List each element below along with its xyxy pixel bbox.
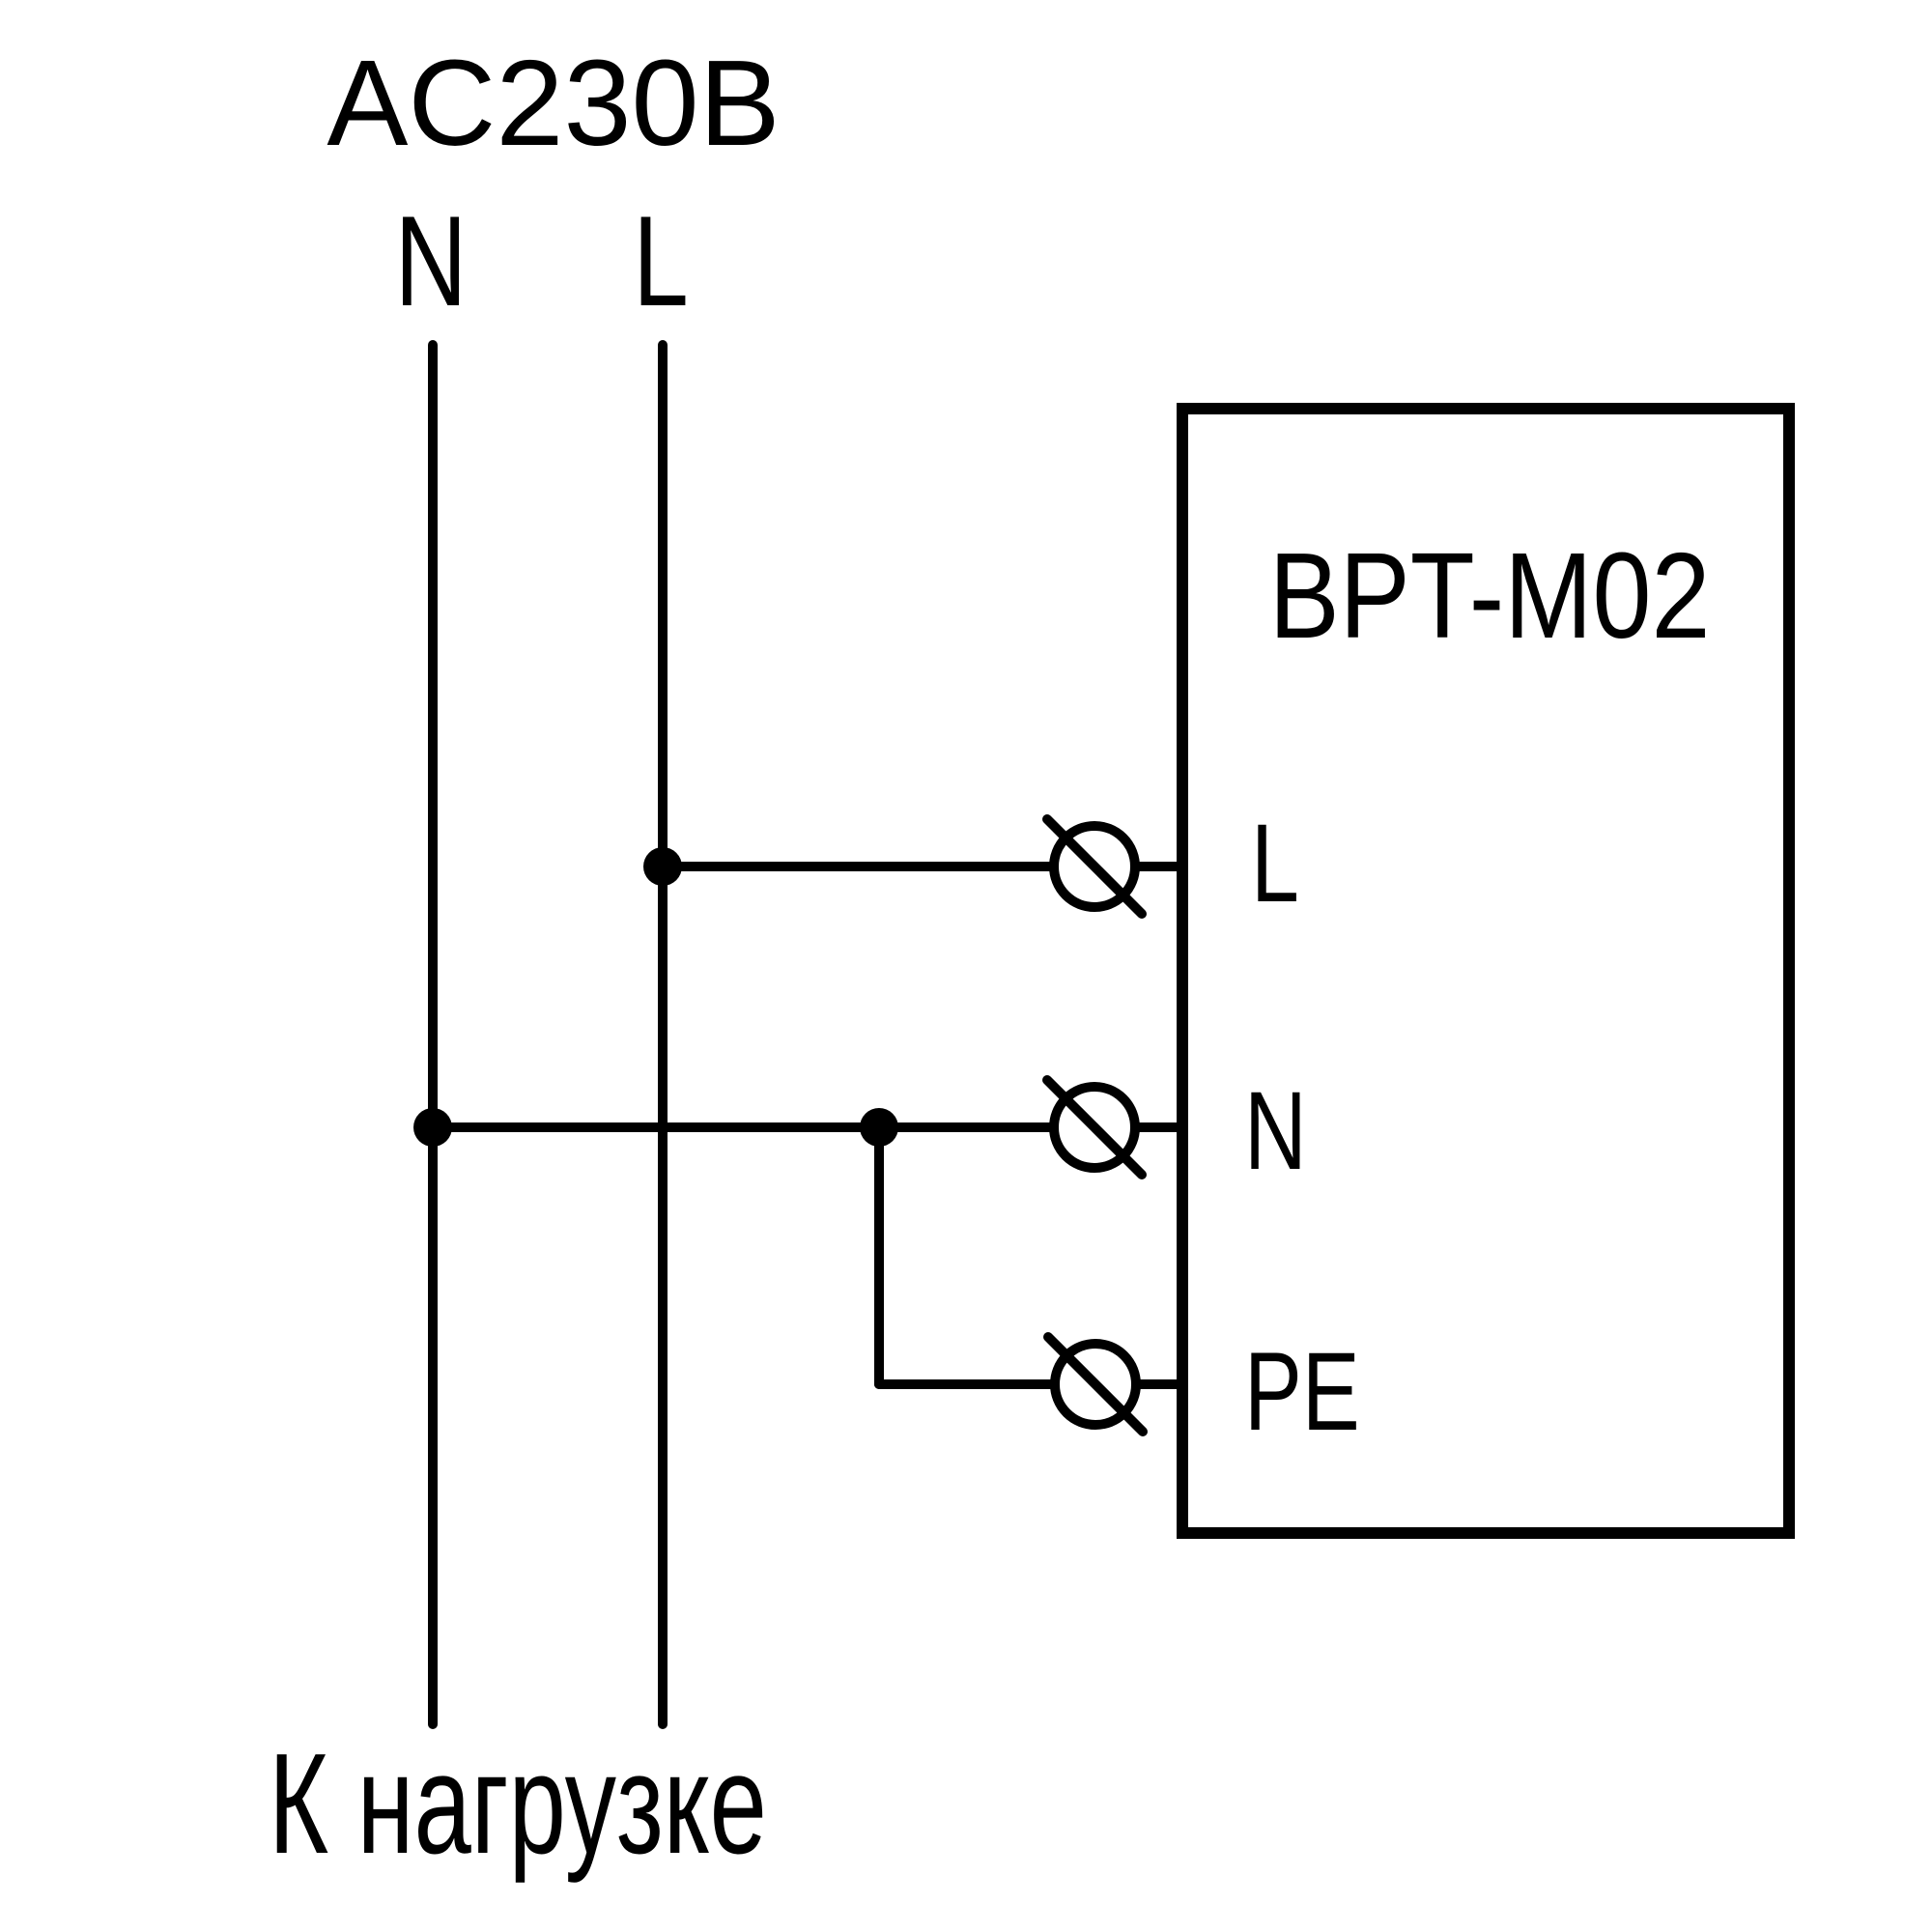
load-label: К нагрузке xyxy=(269,1724,767,1884)
power-source-label: AC230B xyxy=(327,35,780,171)
terminal-slash xyxy=(1042,814,1147,919)
terminal-slash xyxy=(1043,1332,1148,1436)
screw-terminal-n-icon xyxy=(1042,1075,1147,1179)
device-name-label: BPT-M02 xyxy=(1269,528,1711,665)
junction-dot-pe xyxy=(860,1108,898,1147)
device-box xyxy=(1177,403,1795,1539)
junction-dot-n xyxy=(413,1108,452,1147)
terminal-pe-label: PE xyxy=(1244,1329,1360,1453)
terminal-n-label: N xyxy=(1244,1068,1307,1192)
screw-terminal-pe-icon xyxy=(1043,1332,1148,1436)
supply-neutral-label: N xyxy=(395,190,468,333)
junction-dot-l xyxy=(643,847,682,886)
supply-line-label: L xyxy=(633,190,689,333)
terminal-l-label: L xyxy=(1251,801,1299,924)
screw-terminal-l-icon xyxy=(1042,814,1147,919)
terminal-slash xyxy=(1042,1075,1147,1179)
